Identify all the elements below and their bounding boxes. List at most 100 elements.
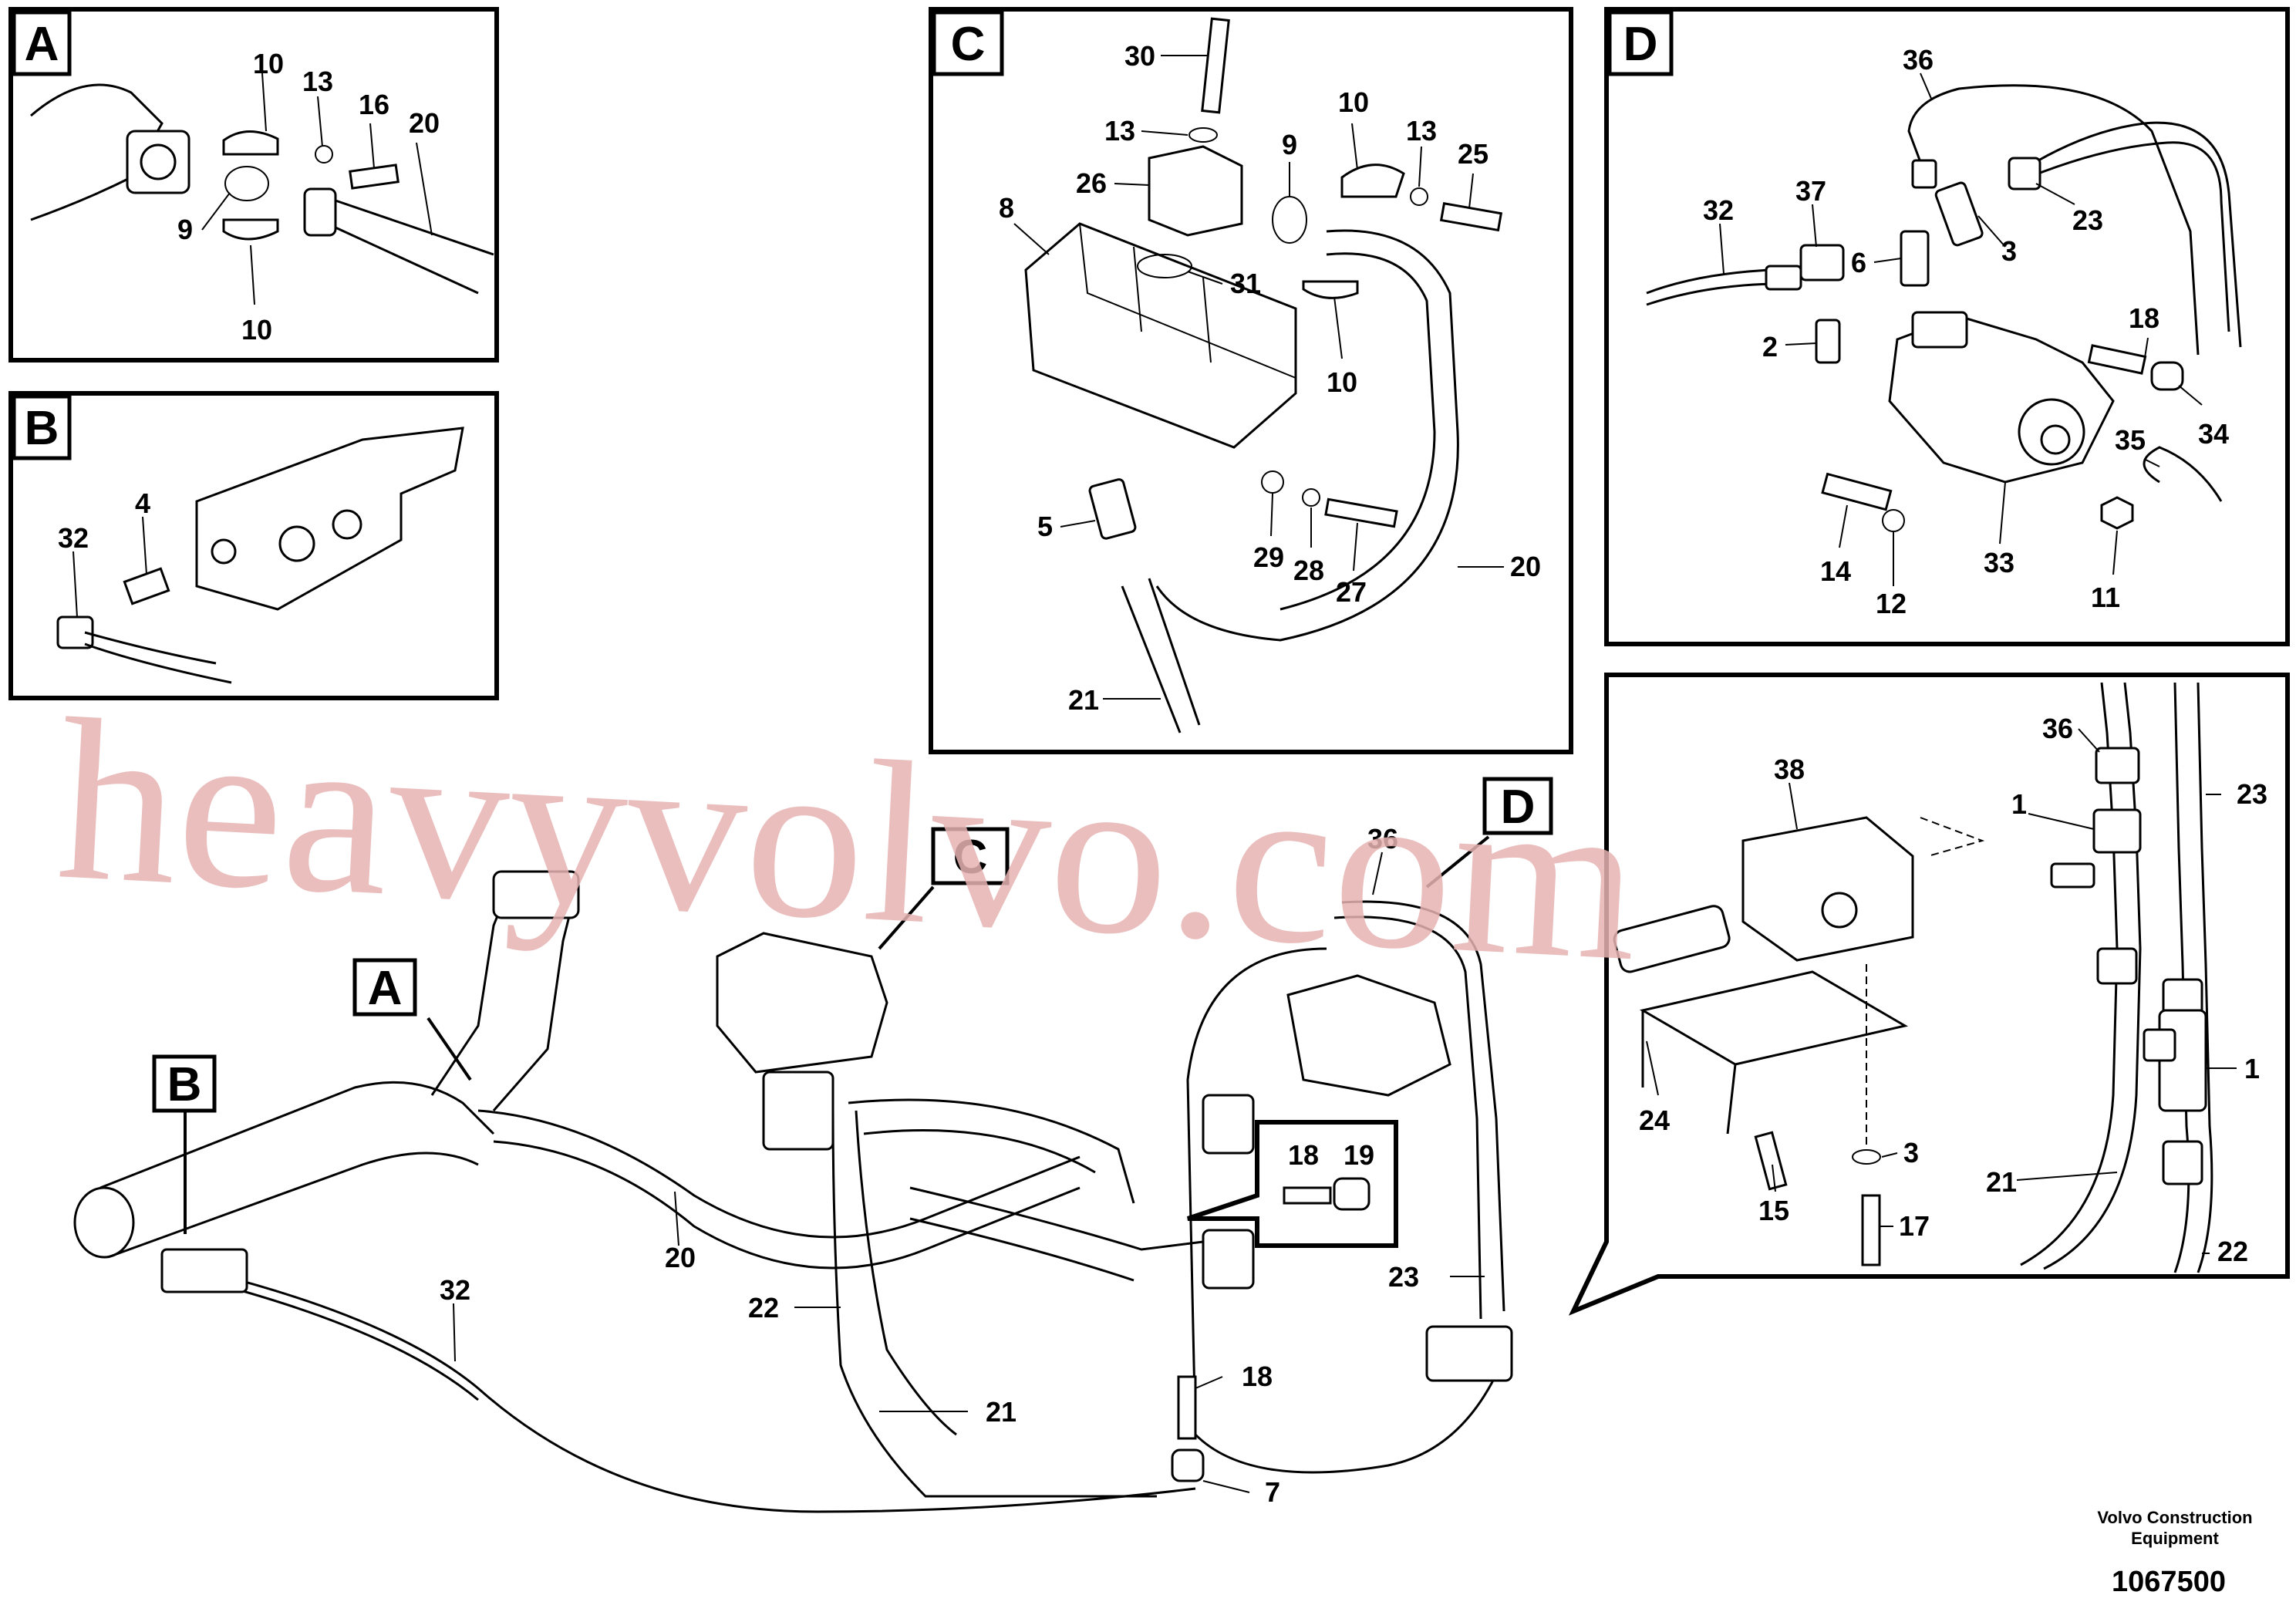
panel-d: D bbox=[1604, 7, 2290, 646]
panel-e-tee-1a bbox=[2092, 808, 2142, 854]
leader-c-31 bbox=[1187, 271, 1223, 285]
panel-d-pump-shaft bbox=[2040, 424, 2071, 455]
leader-c-26 bbox=[1114, 183, 1150, 186]
leader-c-27 bbox=[1353, 522, 1358, 572]
label-a-10-bottom: 10 bbox=[241, 314, 272, 346]
label-c-26: 26 bbox=[1076, 167, 1107, 199]
main-pump bbox=[716, 932, 888, 1074]
panel-b: B 32 4 bbox=[8, 391, 499, 700]
leader-a-10top bbox=[261, 73, 267, 132]
label-main-20: 20 bbox=[665, 1242, 696, 1273]
leader-d-6 bbox=[1873, 258, 1902, 263]
main-hose-loop bbox=[1186, 947, 1505, 1474]
leader-e-24 bbox=[1646, 1040, 1659, 1096]
panel-d-fitting-37 bbox=[1799, 244, 1845, 282]
label-main-32: 32 bbox=[440, 1274, 470, 1306]
leader-d-34 bbox=[2178, 385, 2203, 406]
panel-c-frame bbox=[929, 7, 1573, 754]
main-valve-38 bbox=[1425, 1325, 1513, 1382]
panel-c-letter: C bbox=[951, 18, 986, 71]
leader-a-13 bbox=[317, 96, 323, 147]
callout-a-arrow bbox=[426, 1017, 472, 1081]
panel-e-fitting-36 bbox=[2095, 747, 2140, 784]
panel-c-washer-13 bbox=[1188, 127, 1218, 143]
label-d-32: 32 bbox=[1703, 194, 1734, 226]
label-a-16: 16 bbox=[359, 89, 389, 120]
label-d-3: 3 bbox=[2001, 235, 2017, 267]
panel-e-washer-3 bbox=[1852, 1149, 1881, 1165]
panel-e-bracket-24 bbox=[1639, 970, 1909, 1066]
panel-d-hose-32 bbox=[1646, 268, 1775, 306]
panel-e-tee-1a-branch bbox=[2050, 862, 2095, 889]
label-e-1b: 1 bbox=[2244, 1053, 2260, 1084]
panel-c-oring-31 bbox=[1137, 254, 1192, 278]
panel-d-clamp-34 bbox=[2150, 361, 2184, 391]
leader-e-15 bbox=[1772, 1164, 1776, 1192]
leader-a-20 bbox=[416, 142, 433, 236]
main-axle-tube bbox=[99, 1081, 495, 1259]
label-c-9: 9 bbox=[1282, 129, 1297, 160]
panel-b-bracket-block bbox=[195, 427, 464, 611]
label-main-36: 36 bbox=[1367, 823, 1398, 855]
label-main-22: 22 bbox=[748, 1292, 779, 1324]
label-a-20: 20 bbox=[409, 107, 440, 139]
panel-b-port-3 bbox=[211, 538, 237, 565]
panel-e-block-38 bbox=[1741, 816, 1914, 962]
panel-d-letter: D bbox=[1623, 18, 1658, 71]
panel-c-block-26 bbox=[1148, 145, 1243, 237]
callout-c-badge bbox=[931, 827, 1010, 885]
panel-c-hose-20-inner bbox=[1279, 252, 1436, 611]
panel-a-clamp-top bbox=[222, 130, 279, 156]
main-assembly: 20 32 22 21 36 23 18 7 bbox=[73, 823, 1513, 1513]
panel-c-fitting-5 bbox=[1088, 478, 1137, 540]
label-c-5: 5 bbox=[1037, 511, 1053, 542]
label-d-36: 36 bbox=[1903, 44, 1934, 76]
main-pump-d bbox=[1286, 974, 1451, 1097]
leader-e-21 bbox=[2016, 1172, 2118, 1181]
panel-a-badge bbox=[12, 10, 72, 76]
main-clamp-7 bbox=[1171, 1448, 1205, 1482]
label-callout-19: 19 bbox=[1344, 1139, 1374, 1171]
leader-c-10bot bbox=[1333, 296, 1343, 359]
leader-d-3 bbox=[1977, 215, 2006, 248]
panel-d-cable-tie-35 bbox=[2143, 446, 2223, 502]
panel-c-hose-20 bbox=[1155, 229, 1459, 642]
callout-a-badge bbox=[352, 958, 417, 1017]
panel-d-fitting-2 bbox=[1815, 319, 1841, 364]
panel-c-pump-8 bbox=[1024, 222, 1297, 449]
leader-d-23 bbox=[2035, 183, 2075, 205]
panel-c-oring-9 bbox=[1272, 196, 1307, 244]
label-e-23: 23 bbox=[2237, 778, 2267, 810]
panel-e-frame bbox=[1568, 673, 2290, 1316]
label-d-34: 34 bbox=[2198, 418, 2229, 450]
panel-e-fitting-lower bbox=[2096, 947, 2138, 985]
main-hoses-21-22 bbox=[831, 1110, 1157, 1498]
panel-c-clamp-10-bottom bbox=[1302, 280, 1359, 299]
panel-c: C bbox=[929, 7, 1573, 754]
panel-b-letter: B bbox=[25, 402, 59, 455]
label-c-25: 25 bbox=[1458, 138, 1489, 170]
label-c-20: 20 bbox=[1510, 551, 1541, 582]
label-d-12: 12 bbox=[1876, 588, 1907, 619]
main-hose-20 bbox=[477, 1109, 1081, 1270]
panel-e: 36 23 38 1 1 24 3 15 17 21 22 bbox=[1568, 673, 2290, 1316]
leader-c-25 bbox=[1468, 173, 1474, 209]
panel-a-pipe bbox=[30, 83, 164, 221]
label-callout-18: 18 bbox=[1288, 1139, 1319, 1171]
panel-d-hose-23 bbox=[2016, 121, 2242, 348]
leader-d-33 bbox=[1999, 481, 2006, 545]
callout-b-letter: B bbox=[167, 1058, 202, 1111]
label-d-18: 18 bbox=[2129, 302, 2159, 334]
leader-d-36 bbox=[1920, 73, 1933, 101]
callout-d-letter: D bbox=[1501, 781, 1536, 834]
leader-d-32 bbox=[1719, 223, 1725, 275]
label-e-24: 24 bbox=[1639, 1104, 1670, 1136]
leader-c-8 bbox=[1013, 223, 1050, 255]
panel-e-dash-1 bbox=[1920, 817, 1985, 857]
panel-c-badge bbox=[932, 10, 1004, 76]
panel-b-frame bbox=[8, 391, 499, 700]
label-d-11: 11 bbox=[2091, 582, 2120, 613]
label-e-38: 38 bbox=[1774, 754, 1805, 785]
main-bolt-18 bbox=[1177, 1375, 1197, 1440]
